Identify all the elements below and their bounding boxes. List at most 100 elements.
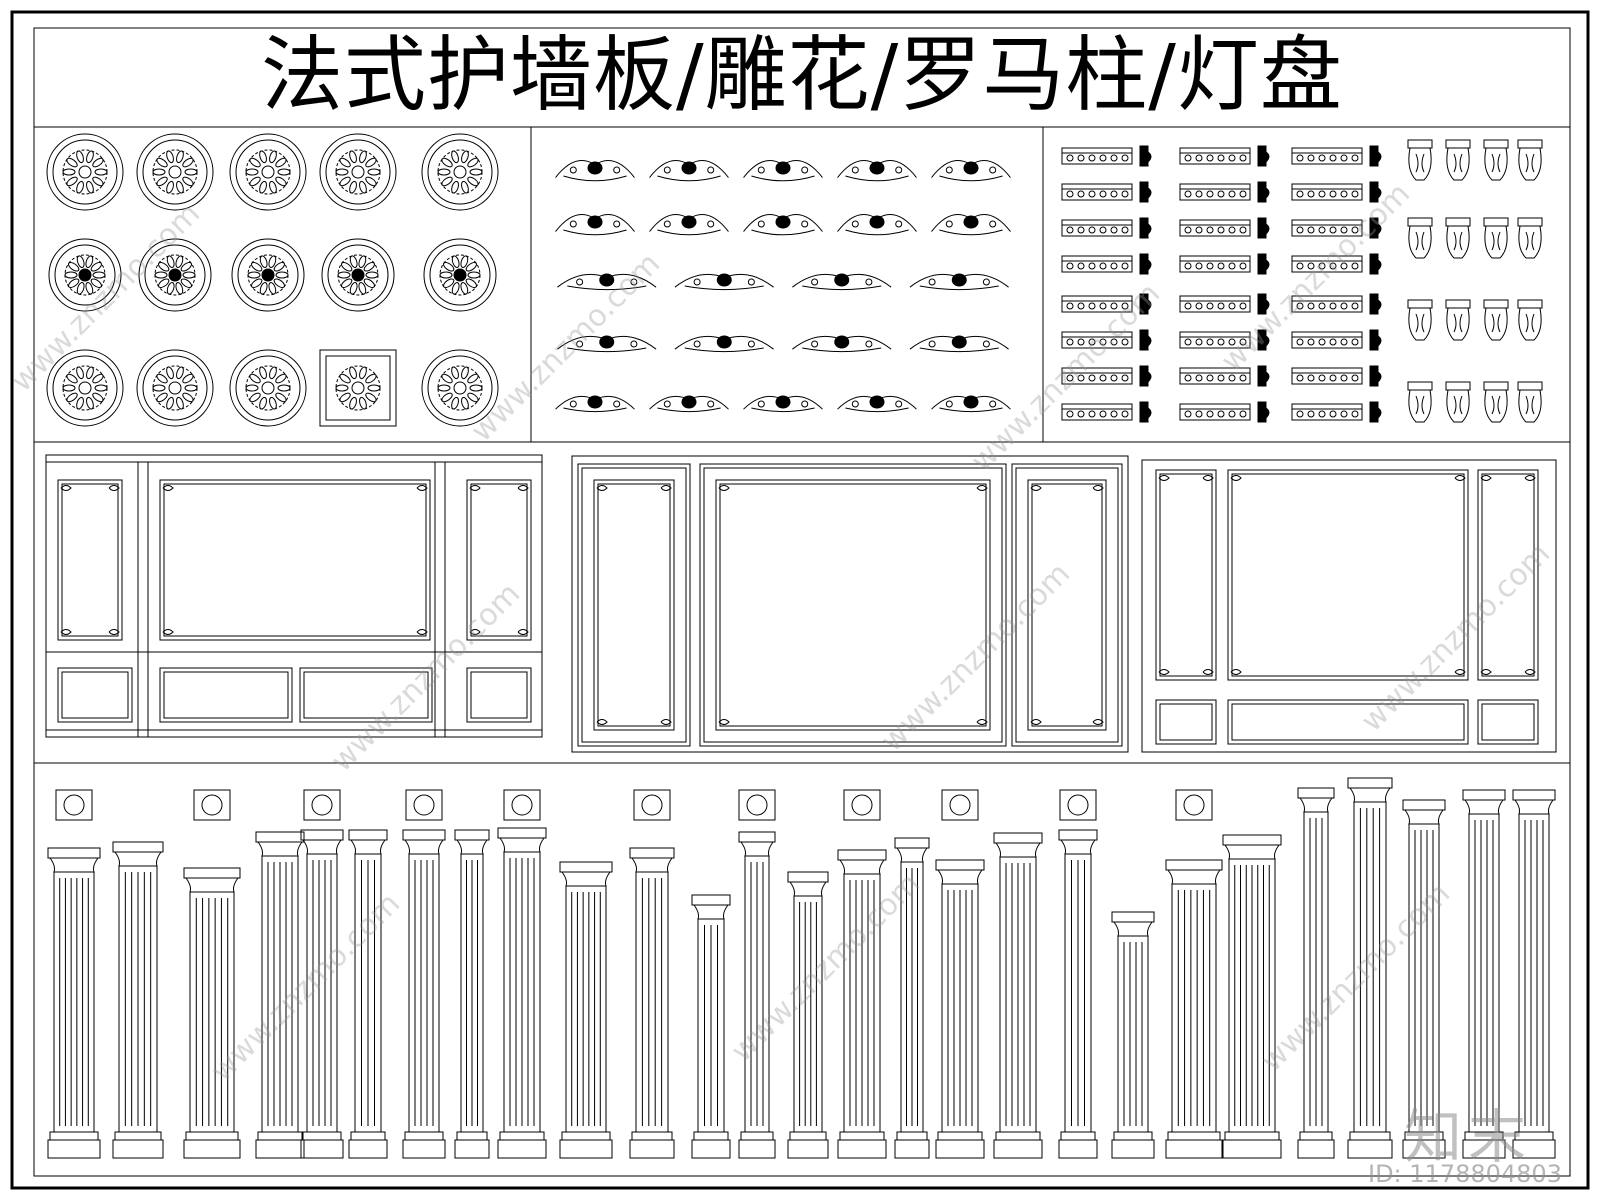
- column-plan-icon: [503, 789, 541, 821]
- carved-ornament-icon: [649, 160, 729, 182]
- molding-profile-icon: [1061, 145, 1152, 167]
- molding-profile-icon: [1061, 181, 1152, 203]
- ceiling-medallion-icon: [231, 238, 305, 312]
- carved-ornament-icon: [555, 395, 635, 413]
- molding-profile-icon: [1179, 145, 1270, 167]
- corbel-icon: [1445, 139, 1471, 181]
- roman-column-icon: [935, 859, 985, 1159]
- roman-column-icon: [559, 861, 613, 1159]
- carved-ornament-icon: [792, 335, 892, 353]
- molding-profile-icon: [1061, 329, 1152, 351]
- roman-column-icon: [894, 837, 930, 1159]
- carved-ornament-icon: [649, 395, 729, 413]
- carved-ornament-icon: [743, 395, 823, 413]
- column-plan-icon: [1175, 789, 1213, 821]
- column-plan-icon: [738, 789, 776, 821]
- column-plan-icon: [55, 789, 93, 821]
- carvings-group: [555, 160, 1011, 413]
- ceiling-medallion-icon: [319, 349, 397, 427]
- ceiling-medallion-icon: [46, 133, 124, 211]
- columns-group: [47, 777, 1556, 1159]
- ceiling-medallion-icon: [136, 349, 214, 427]
- molding-profile-icon: [1061, 217, 1152, 239]
- roman-column-icon: [738, 831, 776, 1159]
- corbel-icon: [1407, 381, 1433, 423]
- roman-column-icon: [47, 847, 101, 1159]
- molding-profile-icon: [1061, 365, 1152, 387]
- carved-ornament-icon: [649, 214, 729, 236]
- carved-ornament-icon: [931, 395, 1011, 413]
- corbel-icon: [1445, 299, 1471, 341]
- carved-ornament-icon: [931, 214, 1011, 236]
- page-title: 法式护墙板/雕花/罗马柱/灯盘: [261, 28, 1343, 123]
- corbel-icon: [1407, 217, 1433, 259]
- wall-panels-group: [45, 454, 1557, 753]
- roman-column-icon: [691, 894, 731, 1159]
- molding-profile-icon: [1179, 217, 1270, 239]
- carved-ornament-icon: [792, 273, 892, 291]
- corbel-icon: [1517, 381, 1543, 423]
- corbel-icon: [1407, 139, 1433, 181]
- column-plan-icon: [303, 789, 341, 821]
- carved-ornament-icon: [931, 160, 1011, 182]
- corbel-icon: [1483, 139, 1509, 181]
- column-plan-icon: [941, 789, 979, 821]
- moldings-group: [1061, 139, 1543, 423]
- roman-column-icon: [993, 832, 1043, 1159]
- wall-panel-icon: [571, 455, 1129, 753]
- corbel-icon: [1483, 299, 1509, 341]
- wall-panel-icon: [45, 454, 543, 738]
- roman-column-icon: [255, 831, 305, 1159]
- carved-ornament-icon: [674, 335, 774, 353]
- carved-ornament-icon: [909, 335, 1009, 353]
- ceiling-medallion-icon: [138, 238, 212, 312]
- roman-column-icon: [1111, 911, 1155, 1159]
- corbel-icon: [1517, 217, 1543, 259]
- roman-column-icon: [1297, 787, 1335, 1159]
- molding-profile-icon: [1179, 293, 1270, 315]
- ceiling-medallion-icon: [421, 133, 499, 211]
- roman-column-icon: [402, 829, 446, 1159]
- roman-column-icon: [1058, 829, 1098, 1159]
- corbel-icon: [1445, 217, 1471, 259]
- wall-panel-icon: [1141, 459, 1557, 753]
- molding-profile-icon: [1291, 217, 1382, 239]
- roman-column-icon: [837, 849, 887, 1159]
- ceiling-medallion-icon: [421, 349, 499, 427]
- molding-profile-icon: [1061, 293, 1152, 315]
- roman-column-icon: [1347, 777, 1393, 1159]
- carved-ornament-icon: [909, 273, 1009, 291]
- ceiling-medallion-icon: [229, 349, 307, 427]
- ceiling-medallion-icon: [319, 133, 397, 211]
- molding-profile-icon: [1291, 365, 1382, 387]
- column-plan-icon: [405, 789, 443, 821]
- molding-profile-icon: [1179, 365, 1270, 387]
- carved-ornament-icon: [743, 214, 823, 236]
- carved-ornament-icon: [743, 160, 823, 182]
- roman-column-icon: [1402, 799, 1446, 1159]
- roman-column-icon: [300, 829, 344, 1159]
- carved-ornament-icon: [555, 214, 635, 236]
- corbel-icon: [1483, 217, 1509, 259]
- molding-profile-icon: [1291, 293, 1382, 315]
- column-plan-icon: [1059, 789, 1097, 821]
- molding-profile-icon: [1291, 145, 1382, 167]
- corbel-icon: [1445, 381, 1471, 423]
- molding-profile-icon: [1179, 329, 1270, 351]
- carved-ornament-icon: [837, 214, 917, 236]
- molding-profile-icon: [1291, 253, 1382, 275]
- roman-column-icon: [183, 867, 241, 1159]
- molding-profile-icon: [1291, 181, 1382, 203]
- brand-watermark: 知末: [1404, 1103, 1533, 1171]
- carved-ornament-icon: [555, 160, 635, 182]
- corbel-icon: [1517, 299, 1543, 341]
- roman-column-icon: [1462, 789, 1506, 1159]
- column-plan-icon: [193, 789, 231, 821]
- ceiling-medallion-icon: [48, 238, 122, 312]
- roman-column-icon: [348, 829, 388, 1159]
- corbel-icon: [1483, 381, 1509, 423]
- carved-ornament-icon: [837, 160, 917, 182]
- ceiling-medallions-group: [46, 133, 499, 427]
- molding-profile-icon: [1291, 329, 1382, 351]
- carved-ornament-icon: [557, 273, 657, 291]
